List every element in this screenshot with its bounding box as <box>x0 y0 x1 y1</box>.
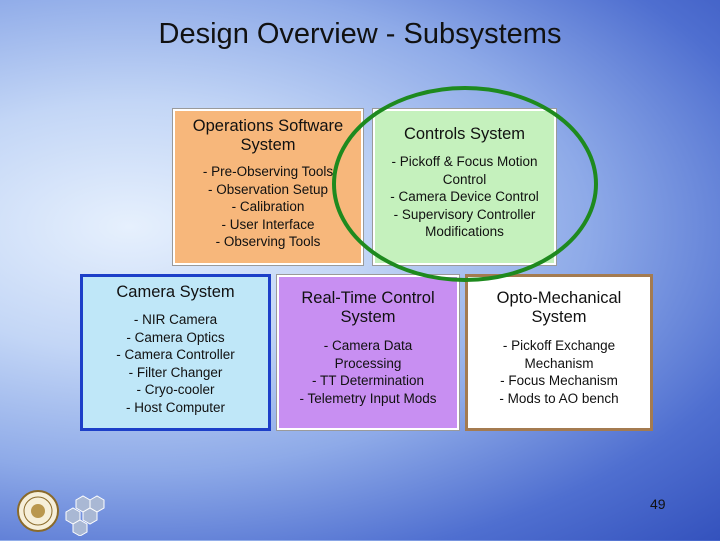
list-item: - Camera Data Processing <box>323 338 413 371</box>
list-item: - Focus Mechanism <box>500 373 618 388</box>
page-number: 49 <box>650 496 666 512</box>
list-item: - NIR Camera <box>133 312 218 327</box>
list-item: - Pickoff Exchange Mechanism <box>502 338 616 371</box>
slide-title: Design Overview - Subsystems <box>158 18 562 50</box>
list-item: - Cryo-cooler <box>136 382 215 397</box>
list-item: - Filter Changer <box>128 364 223 380</box>
list-item: - Camera Controller <box>116 347 235 362</box>
box-items: - Pickoff Exchange Mechanism - Focus Mec… <box>468 337 650 407</box>
university-seal-icon <box>17 490 59 532</box>
list-item: - Telemetry Input Mods <box>299 390 437 406</box>
list-item: - User Interface <box>221 216 315 232</box>
real-time-control-system-box: Real-Time Control System - Camera Data P… <box>276 274 460 431</box>
hexagon-mirror-icon <box>65 495 105 537</box>
opto-mechanical-system-box: Opto-Mechanical System - Pickoff Exchang… <box>465 274 653 431</box>
camera-system-box: Camera System - NIR Camera - Camera Opti… <box>80 274 271 431</box>
list-item: - Pre-Observing Tools <box>202 164 334 179</box>
list-item: - Observation Setup <box>207 181 329 197</box>
list-item: - TT Determination <box>311 373 425 388</box>
box-heading: Operations Software System <box>192 117 344 154</box>
list-item: - Observing Tools <box>215 234 321 249</box>
list-item: - Host Computer <box>125 399 226 415</box>
operations-software-system-box: Operations Software System - Pre-Observi… <box>172 108 364 266</box>
logos <box>16 486 116 537</box>
box-items: - Pre-Observing Tools - Observation Setu… <box>175 163 361 251</box>
list-item: - Calibration <box>231 199 305 214</box>
box-items: - NIR Camera - Camera Optics - Camera Co… <box>83 311 268 416</box>
list-item: - Camera Optics <box>126 329 225 345</box>
list-item: - Mods to AO bench <box>499 390 619 406</box>
box-heading: Opto-Mechanical System <box>496 289 622 326</box>
box-items: - Camera Data Processing - TT Determinat… <box>279 337 457 407</box>
box-heading: Controls System <box>403 125 526 143</box>
box-heading: Real-Time Control System <box>301 289 435 326</box>
controls-system-box: Controls System - Pickoff & Focus Motion… <box>372 108 557 266</box>
list-item: - Camera Device Control <box>390 189 539 204</box>
box-items: - Pickoff & Focus Motion Control - Camer… <box>375 153 554 241</box>
list-item: - Pickoff & Focus Motion Control <box>391 154 538 187</box>
box-heading: Camera System <box>116 283 235 301</box>
list-item: - Supervisory Controller Modifications <box>393 206 536 240</box>
